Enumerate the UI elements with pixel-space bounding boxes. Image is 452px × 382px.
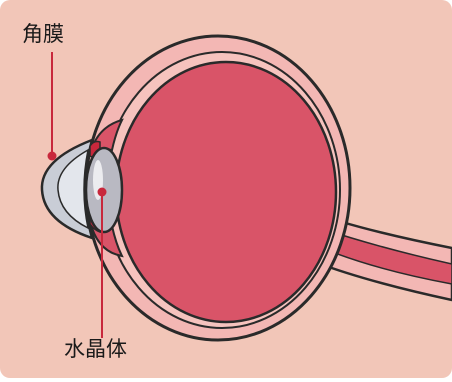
lens-label: 水晶体	[64, 339, 127, 360]
lens-leader-dot	[98, 188, 107, 197]
cornea-label: 角膜	[22, 24, 64, 45]
vitreous-body	[116, 62, 336, 322]
cornea-leader-dot	[48, 152, 57, 161]
